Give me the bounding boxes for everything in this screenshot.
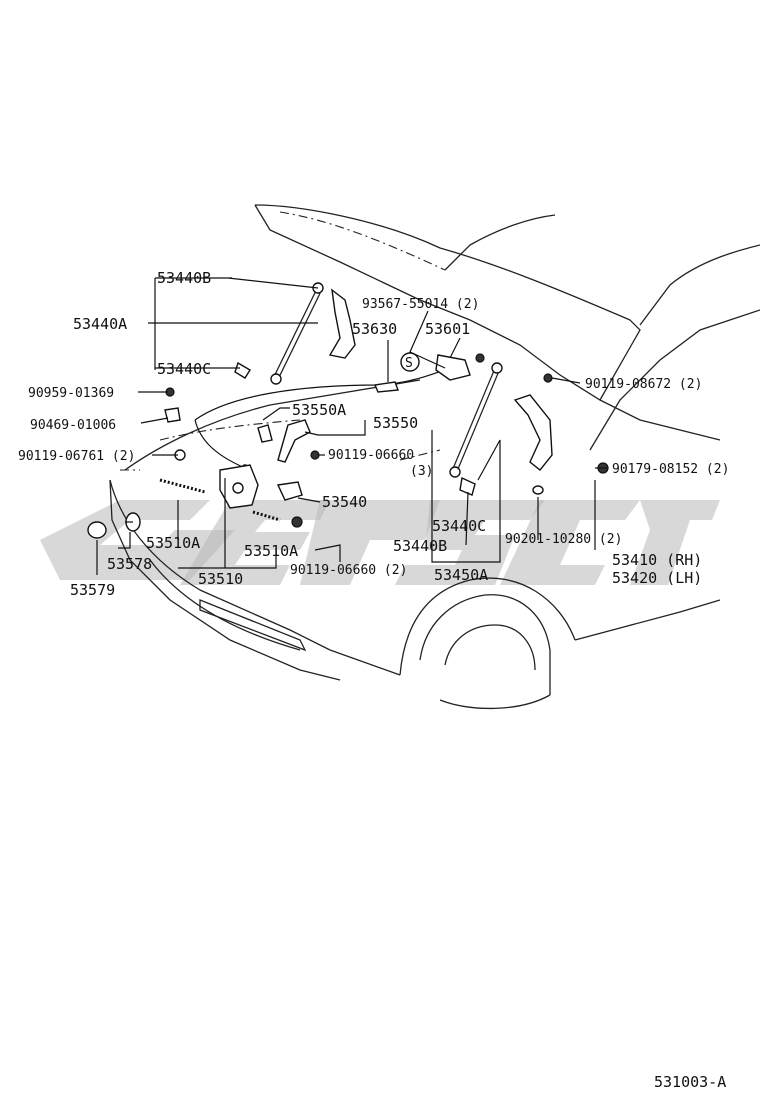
right-hood-strut (449, 362, 503, 496)
label-qty-3: (3) (410, 464, 433, 479)
label-53440a: 53440A (73, 315, 127, 333)
label-90201-10280: 90201-10280 (2) (505, 532, 622, 547)
watermark-logo (40, 500, 720, 585)
label-53579: 53579 (70, 581, 115, 599)
label-53630: 53630 (352, 320, 397, 338)
label-90119-06761: 90119-06761 (2) (18, 449, 135, 464)
label-53410-rh: 53410 (RH) (612, 551, 702, 569)
hood-lock-assembly (219, 419, 311, 509)
label-53440b: 53440B (157, 269, 211, 287)
label-90469-01006: 90469-01006 (30, 418, 116, 433)
left-hood-strut (270, 282, 324, 385)
label-53510: 53510 (198, 570, 243, 588)
label-90959-01369: 90959-01369 (28, 386, 114, 401)
label-53601: 53601 (425, 320, 470, 338)
label-53550: 53550 (373, 414, 418, 432)
leader-lines (96, 277, 608, 575)
label-53440c-left: 53440C (157, 360, 211, 378)
label-53578: 53578 (107, 555, 152, 573)
label-90119-06660-bottom: 90119-06660 (2) (290, 563, 407, 578)
label-53510a-right: 53510A (244, 542, 298, 560)
s-mark-text: S (405, 356, 413, 371)
car-body-outline (109, 204, 760, 710)
label-93567-55014: 93567-55014 (2) (362, 297, 479, 312)
label-53420-lh: 53420 (LH) (612, 569, 702, 587)
label-90119-08672: 90119-08672 (2) (585, 377, 702, 392)
diagram-code: 531003-A (654, 1073, 726, 1091)
label-53540: 53540 (322, 493, 367, 511)
label-53510a-left: 53510A (146, 534, 200, 552)
label-53440c-right: 53440C (432, 517, 486, 535)
label-53450a: 53450A (434, 566, 488, 584)
hood-hinge-right (513, 373, 609, 495)
hood-hinge-left (234, 288, 356, 379)
label-90179-08152: 90179-08152 (2) (612, 462, 729, 477)
part-labels: 53440B 53440A 53440C 93567-55014 (2) 536… (18, 269, 729, 1091)
label-53440b-right: 53440B (393, 537, 447, 555)
s-mark-circle: S (400, 352, 420, 372)
label-90119-06660-top: 90119-06660 (328, 448, 414, 463)
label-53550a: 53550A (292, 401, 346, 419)
